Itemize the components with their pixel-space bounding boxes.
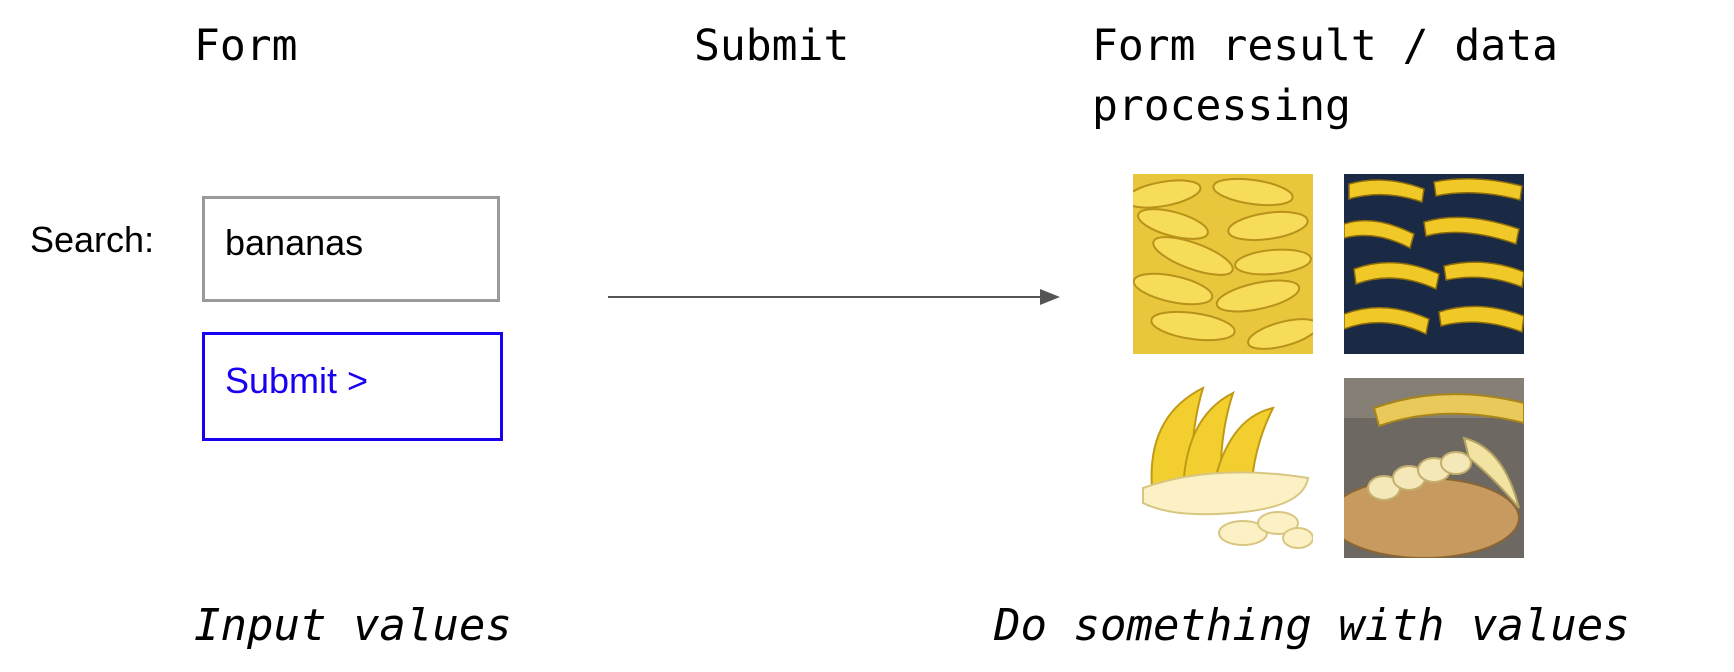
banana-bunches-icon xyxy=(1344,174,1524,354)
search-label: Search: xyxy=(30,219,155,260)
process-values-caption: Do something with values xyxy=(994,600,1630,651)
result-heading: Form result / data processing xyxy=(1092,21,1584,131)
input-values-caption: Input values xyxy=(194,600,512,651)
search-input[interactable]: bananas xyxy=(202,196,500,302)
banana-pile-icon xyxy=(1133,174,1313,354)
sliced-banana-plate-icon xyxy=(1344,378,1524,558)
submit-button-label: Submit > xyxy=(225,360,369,401)
flow-arrow-icon xyxy=(608,289,1060,305)
submit-heading: Submit xyxy=(694,21,850,71)
form-heading: Form xyxy=(194,21,298,71)
peeled-banana-icon xyxy=(1133,378,1313,558)
search-input-value: bananas xyxy=(225,222,364,263)
submit-button[interactable]: Submit > xyxy=(202,332,503,441)
